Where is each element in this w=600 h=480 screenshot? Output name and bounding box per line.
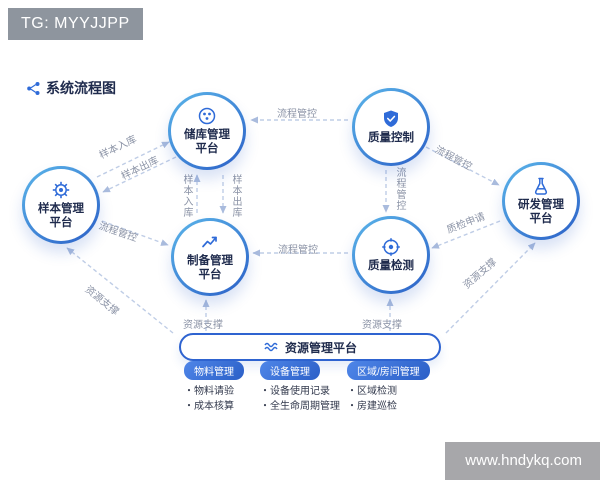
node-rnd-label: 研发管理 平台 bbox=[518, 198, 564, 227]
edge-label-process-control: 流程管控 bbox=[278, 245, 318, 256]
edge-label-resource-support: 资源支撑 bbox=[82, 284, 121, 318]
node-quality-test: 质量检测 bbox=[352, 216, 430, 294]
resource-item: ・全生命周期管理 bbox=[260, 401, 340, 412]
gear-icon bbox=[52, 181, 70, 198]
edge-label-sample-out: 样本出库 bbox=[119, 155, 161, 183]
edge-label-process-control: 流程管控 bbox=[432, 144, 474, 174]
edge-label-sample-in: 样本入库 bbox=[97, 134, 139, 162]
edge-label-inspection-request: 质检申请 bbox=[445, 211, 487, 237]
resource-item: ・设备使用记录 bbox=[260, 386, 330, 397]
node-storage-label: 储库管理 平台 bbox=[184, 128, 230, 157]
resource-item: ・成本核算 bbox=[184, 401, 234, 412]
resource-group-material-items: ・物料请验 ・成本核算 bbox=[184, 384, 244, 414]
wave-icon bbox=[264, 342, 278, 352]
node-storage-body: 储库管理 平台 bbox=[171, 95, 243, 167]
line-chart-icon bbox=[202, 236, 217, 247]
resource-group-equipment: 设备管理 ・设备使用记录 ・全生命周期管理 bbox=[260, 361, 340, 414]
flask-icon bbox=[534, 177, 548, 195]
node-rnd-label-line2: 平台 bbox=[529, 213, 553, 225]
node-storage-label-line1: 储库管理 bbox=[184, 128, 230, 141]
resource-group-material-header: 物料管理 bbox=[184, 361, 244, 380]
resource-group-area-items: ・区域检测 ・房建巡检 bbox=[347, 384, 430, 414]
watermark-top-left: TG: MYYJJPP bbox=[8, 8, 143, 40]
node-sample-platform: 样本管理 平台 bbox=[22, 166, 100, 244]
node-sample-label: 样本管理 平台 bbox=[38, 202, 84, 231]
resource-item: ・房建巡检 bbox=[347, 401, 397, 412]
resource-item: ・物料请验 bbox=[184, 386, 234, 397]
resource-group-area-header: 区域/房间管理 bbox=[347, 361, 430, 380]
target-icon bbox=[382, 238, 400, 256]
node-storage-platform: 储库管理 平台 bbox=[168, 92, 246, 170]
edge-label-process-control: 流程管控 bbox=[97, 220, 139, 245]
node-rnd-platform: 研发管理 平台 bbox=[502, 162, 580, 240]
node-quality-test-label: 质量检测 bbox=[368, 259, 414, 273]
node-quality-test-body: 质量检测 bbox=[355, 219, 427, 291]
resource-group-equipment-items: ・设备使用记录 ・全生命周期管理 bbox=[260, 384, 340, 414]
node-preparation-label: 制备管理 平台 bbox=[187, 254, 233, 283]
node-preparation-label-line1: 制备管理 bbox=[187, 254, 233, 267]
edge-label-resource-support: 资源支撑 bbox=[461, 256, 500, 292]
node-quality-control-body: 质量控制 bbox=[355, 91, 427, 163]
resource-item: ・区域检测 bbox=[347, 386, 397, 397]
edge-label-resource-support: 资源支撑 bbox=[362, 320, 402, 331]
node-preparation-platform: 制备管理 平台 bbox=[171, 218, 249, 296]
node-preparation-body: 制备管理 平台 bbox=[174, 221, 246, 293]
page-title: 系统流程图 bbox=[26, 78, 116, 98]
resource-group-area: 区域/房间管理 ・区域检测 ・房建巡检 bbox=[347, 361, 430, 414]
node-quality-test-label-line1: 质量检测 bbox=[368, 259, 414, 272]
flowchart-icon bbox=[27, 81, 40, 95]
shield-check-icon bbox=[384, 110, 398, 127]
edge-label-resource-support: 资源支撑 bbox=[183, 320, 223, 331]
page-title-text: 系统流程图 bbox=[46, 80, 116, 96]
edge-label-sample-in-vertical: 样本入库 bbox=[181, 174, 192, 218]
node-quality-control-label-line1: 质量控制 bbox=[368, 131, 414, 144]
node-sample-label-line2: 平台 bbox=[49, 217, 73, 229]
node-preparation-label-line2: 平台 bbox=[198, 269, 222, 281]
node-rnd-label-line1: 研发管理 bbox=[518, 198, 564, 211]
edge-label-process-control: 流程管控 bbox=[277, 109, 317, 120]
resource-platform: 资源管理平台 bbox=[179, 333, 441, 361]
resource-platform-title: 资源管理平台 bbox=[284, 340, 357, 355]
watermark-bottom-right: www.hndykq.com bbox=[445, 442, 600, 480]
node-sample-label-line1: 样本管理 bbox=[38, 202, 84, 215]
edge-label-sample-out-vertical: 样本出库 bbox=[230, 174, 241, 218]
edge-label-process-control-vertical: 流程管控 bbox=[394, 167, 405, 211]
node-sample-body: 样本管理 平台 bbox=[25, 169, 97, 241]
node-rnd-body: 研发管理 平台 bbox=[505, 165, 577, 237]
molecule-icon bbox=[198, 107, 216, 124]
node-quality-control-label: 质量控制 bbox=[368, 131, 414, 145]
resource-group-material: 物料管理 ・物料请验 ・成本核算 bbox=[184, 361, 244, 414]
node-quality-control: 质量控制 bbox=[352, 88, 430, 166]
resource-group-equipment-header: 设备管理 bbox=[260, 361, 320, 380]
node-storage-label-line2: 平台 bbox=[195, 143, 219, 155]
